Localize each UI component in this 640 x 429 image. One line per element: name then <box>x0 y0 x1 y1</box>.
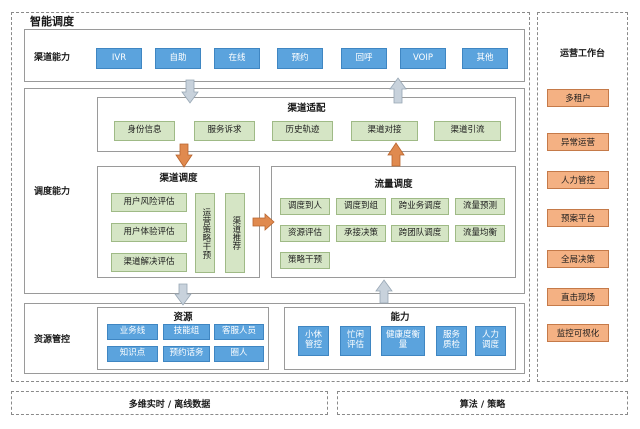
channel-item-callback: 回呼 <box>341 48 387 69</box>
resource-item-skill-group: 技能组 <box>163 324 210 340</box>
traffic-item-to-person: 调度到人 <box>280 198 330 215</box>
channel-item-other: 其他 <box>462 48 508 69</box>
channel-adaptation-box <box>97 97 516 152</box>
ability-item-busy-idle: 忙闲评估 <box>340 326 371 356</box>
workbench-item-contingency: 预案平台 <box>547 209 609 227</box>
resource-management-block <box>24 303 525 374</box>
workbench-item-global-decision: 全局决策 <box>547 250 609 268</box>
intelligent-dispatch-frame <box>11 12 530 382</box>
traffic-item-forecast: 流量预测 <box>455 198 505 215</box>
resource-item-audience: 圈人 <box>214 346 264 362</box>
resource-management-label: 资源管控 <box>34 334 71 345</box>
channel-item-appointment: 预约 <box>277 48 323 69</box>
footer-algorithm-bar: 算法 / 策略 <box>337 391 628 415</box>
ops-workbench-frame <box>537 12 628 382</box>
adaptation-item-history: 历史轨迹 <box>272 121 333 141</box>
arrow-down-adaptation-to-scheduling <box>175 143 193 168</box>
ability-item-health: 健康度衡量 <box>381 326 425 356</box>
arrow-up-abilities-to-traffic <box>375 279 393 304</box>
page-title: 智能调度 <box>30 15 74 28</box>
traffic-item-cross-team: 跨团队调度 <box>391 225 449 242</box>
traffic-scheduling-title: 流量调度 <box>374 179 413 190</box>
channel-adaptation-title: 渠道适配 <box>287 103 326 114</box>
arrow-up-adaptation-to-channel <box>389 77 407 104</box>
channel-item-ivr: IVR <box>96 48 142 69</box>
channel-item-online: 在线 <box>214 48 260 69</box>
traffic-item-balance: 流量均衡 <box>455 225 505 242</box>
workbench-item-workforce-control: 人力管控 <box>547 171 609 189</box>
adaptation-item-channel-docking: 渠道对接 <box>351 121 418 141</box>
workbench-item-anomaly-ops: 异常运营 <box>547 133 609 151</box>
traffic-item-to-group: 调度到组 <box>336 198 386 215</box>
abilities-box <box>284 307 516 370</box>
resource-item-knowledge: 知识点 <box>107 346 158 362</box>
resources-title: 资源 <box>173 312 193 323</box>
arrow-down-scheduling-to-resources <box>174 283 192 306</box>
scheduling-item-resolution: 渠道解决评估 <box>111 253 187 272</box>
traffic-item-resource-eval: 资源评估 <box>280 225 330 242</box>
ability-item-break-control: 小休管控 <box>298 326 329 356</box>
adaptation-item-identity: 身份信息 <box>114 121 175 141</box>
resources-box <box>97 307 269 370</box>
arrow-right-scheduling-to-traffic <box>252 213 275 231</box>
channel-recommendation: 渠道推荐 <box>225 193 245 273</box>
traffic-item-undertake-decision: 承接决策 <box>336 225 386 242</box>
workbench-item-live-view: 直击现场 <box>547 288 609 306</box>
adaptation-item-service-request: 服务诉求 <box>194 121 255 141</box>
resource-item-business-line: 业务线 <box>107 324 158 340</box>
channel-scheduling-title: 渠道调度 <box>159 173 198 184</box>
channel-capability-row <box>24 29 525 82</box>
footer-data-bar: 多维实时 / 离线数据 <box>11 391 328 415</box>
scheduling-item-experience: 用户体验评估 <box>111 223 187 242</box>
resource-item-appointment-calls: 预约话务 <box>163 346 210 362</box>
channel-item-self-service: 自助 <box>155 48 201 69</box>
ability-item-workforce: 人力调度 <box>475 326 506 356</box>
ops-workbench-title: 运营工作台 <box>559 49 605 59</box>
workbench-item-monitoring: 监控可视化 <box>547 324 609 342</box>
channel-item-voip: VOIP <box>400 48 446 69</box>
traffic-item-cross-business: 跨业务调度 <box>391 198 449 215</box>
abilities-title: 能力 <box>390 312 410 323</box>
resource-item-agents: 客服人员 <box>214 324 264 340</box>
ops-strategy-intervention: 运营策略干预 <box>195 193 215 273</box>
dispatch-capability-label: 调度能力 <box>34 186 71 197</box>
adaptation-item-channel-diversion: 渠道引流 <box>434 121 501 141</box>
traffic-item-strategy-intervention: 策略干预 <box>280 252 330 269</box>
arrow-down-channel-to-adaptation <box>181 79 199 104</box>
ability-item-quality: 服务质检 <box>436 326 467 356</box>
channel-capability-label: 渠道能力 <box>34 52 71 63</box>
workbench-item-multi-tenant: 多租户 <box>547 89 609 107</box>
scheduling-item-risk: 用户风险评估 <box>111 193 187 212</box>
arrow-up-traffic-to-adaptation <box>387 142 405 167</box>
dispatch-capability-block <box>24 88 525 294</box>
